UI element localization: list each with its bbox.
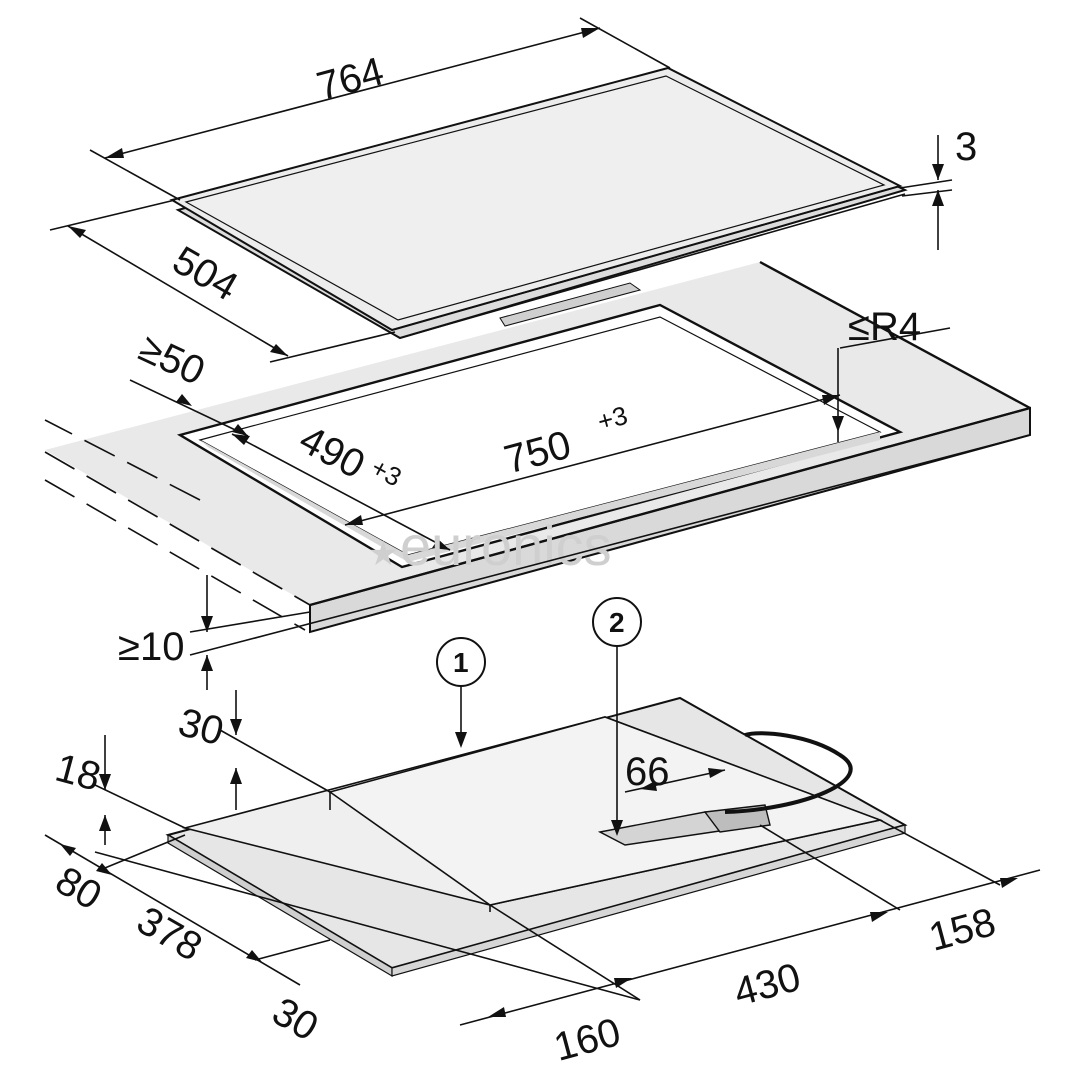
hob-depth-label: 504: [165, 238, 245, 309]
worktop-clearance-label: ≥10: [118, 625, 184, 669]
hob-underside: [165, 696, 908, 978]
hob-thickness-label: 3: [955, 125, 977, 169]
dimension-worktop-clearance: ≥10: [118, 434, 1031, 690]
hob-top-view: [169, 66, 908, 340]
height-edge-label: 18: [51, 746, 105, 800]
corner-radius-label: ≤R4: [848, 305, 921, 349]
height-front-label: 30: [174, 700, 228, 754]
star-icon: ★: [368, 534, 398, 574]
front-margin-label: ≥50: [132, 326, 211, 394]
dimension-height-front: 30: [174, 690, 331, 810]
connection-width-label: 66: [625, 750, 670, 794]
depth-front-label: 160: [549, 1010, 625, 1070]
offset-left-c-label: 30: [265, 989, 326, 1049]
callout-2-label: 2: [609, 607, 625, 638]
offset-left-b-label: 378: [130, 898, 210, 969]
dimension-hob-width: 764: [89, 17, 671, 201]
callout-1: 1: [436, 637, 486, 748]
dimension-corner-radius: ≤R4: [832, 305, 951, 442]
dimension-connection-width: 66: [624, 750, 726, 794]
callout-1-label: 1: [453, 647, 469, 678]
hob-width-label: 764: [312, 49, 388, 109]
depth-rear-label: 158: [924, 900, 1000, 960]
dimension-height-edge: 18: [51, 735, 186, 845]
callout-2: 2: [592, 597, 642, 836]
euronics-watermark: euronics: [400, 514, 612, 577]
depth-middle-label: 430: [729, 955, 805, 1015]
dimension-hob-thickness: 3: [899, 125, 977, 250]
